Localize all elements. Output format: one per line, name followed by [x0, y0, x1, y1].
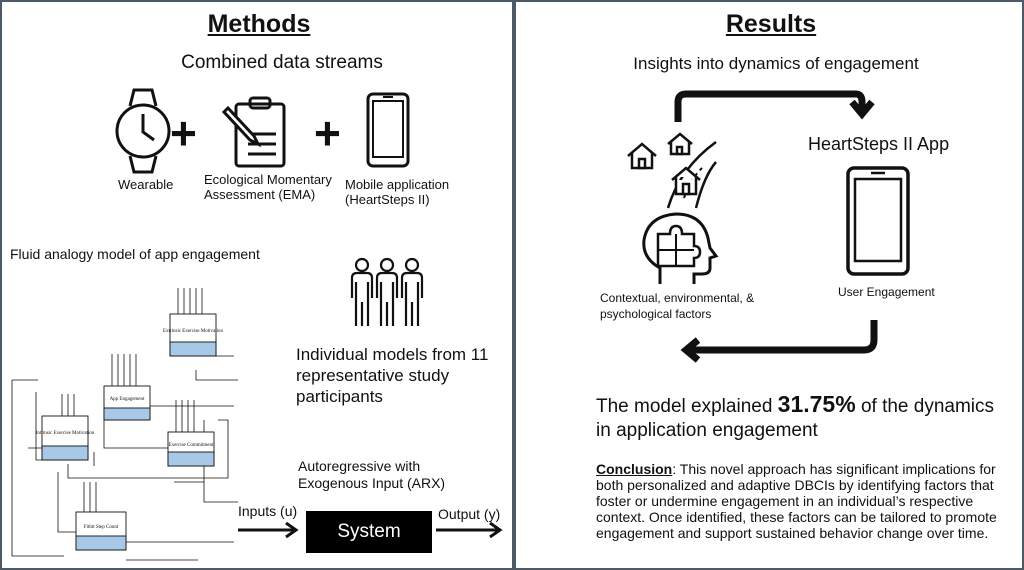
- neighborhood-road-icon: [627, 132, 717, 209]
- factors-label: Contextual, environmental, & psychologic…: [600, 291, 755, 321]
- tank-extrinsic: Extrinsic Exercise Motivation: [163, 329, 223, 334]
- data-streams-title: Combined data streams: [181, 52, 383, 73]
- phone-icon: [366, 92, 410, 168]
- arx-title: Autoregressive with Exogenous Input (ARX…: [298, 458, 446, 491]
- wearable-label: Wearable: [118, 177, 174, 192]
- conclusion-text: : This novel approach has significant im…: [596, 461, 997, 541]
- model-text-pre: The model explained: [596, 396, 778, 417]
- plus-sign-2: +: [314, 107, 341, 159]
- app-title: HeartSteps II App: [808, 134, 950, 154]
- model-explained-text: The model explained 31.75% of the dynami…: [596, 392, 996, 443]
- model-percent: 31.75%: [777, 391, 856, 417]
- output-arrow-icon: [436, 521, 503, 539]
- system-box: System: [306, 511, 432, 553]
- cycle-arrow-top-icon: [674, 90, 875, 122]
- results-panel: Results Insights into dynamics of engage…: [514, 0, 1024, 570]
- engagement-label: User Engagement: [838, 285, 935, 299]
- results-title: Results: [725, 10, 817, 38]
- fluid-model-title: Fluid analogy model of app engagement: [10, 246, 260, 262]
- model-text-post: of the dynamics in application engagemen…: [596, 396, 995, 441]
- watch-icon: [115, 88, 171, 174]
- inputs-label: Inputs (u): [238, 503, 298, 519]
- ema-label: Ecological Momentary Assessment (EMA): [204, 172, 332, 202]
- people-icon: [350, 257, 424, 326]
- input-arrow-icon: [238, 521, 299, 539]
- mobile-app-label: Mobile application (HeartSteps II): [345, 177, 450, 207]
- tank-commitment: Exercise Commitment: [169, 443, 214, 448]
- tank-step-count: Fitbit Step Count: [84, 525, 119, 530]
- methods-panel: Methods Combined data streams + + Wearab…: [0, 0, 514, 570]
- conclusion-paragraph: Conclusion: This novel approach has sign…: [596, 461, 1016, 541]
- conclusion-label: Conclusion: [596, 461, 673, 477]
- tank-app-engagement: App Engagement: [110, 397, 145, 402]
- fluid-analogy-diagram: Extrinsic Exercise Motivation App Engage…: [11, 288, 238, 561]
- cycle-arrow-bottom-icon: [680, 320, 878, 363]
- individual-models-text: Individual models from 11 representative…: [296, 345, 489, 406]
- app-phone-icon: [846, 166, 910, 276]
- clipboard-icon: [221, 96, 286, 168]
- output-label: Output (y): [438, 506, 501, 522]
- methods-title: Methods: [207, 10, 311, 38]
- head-puzzle-icon: [642, 212, 719, 284]
- plus-sign-1: +: [170, 107, 197, 159]
- tank-intrinsic: Intrinsic Exercise Motivation: [36, 431, 95, 436]
- insights-title: Insights into dynamics of engagement: [633, 54, 919, 73]
